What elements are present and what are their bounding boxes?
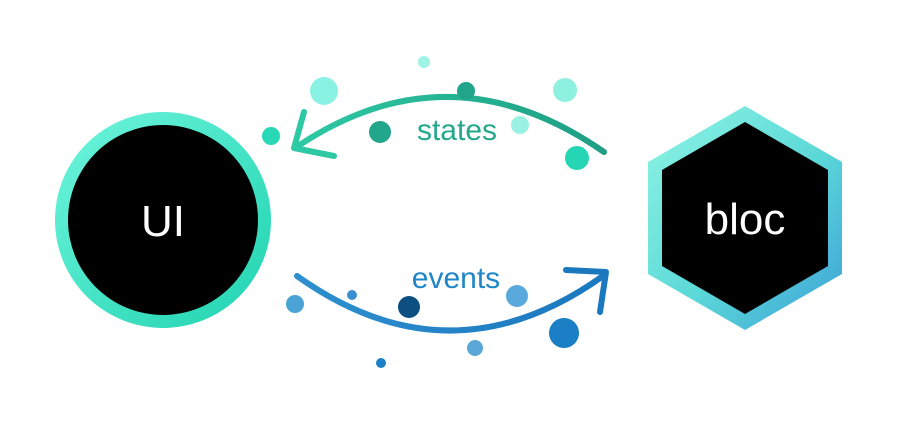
events-dot <box>376 358 386 368</box>
bloc-node-label: bloc <box>705 195 786 244</box>
states-arrow-head-icon <box>291 109 337 159</box>
states-label: states <box>417 114 497 147</box>
events-arrow-head-icon <box>563 267 609 315</box>
ui-node: UI <box>55 112 271 328</box>
events-dot <box>467 340 483 356</box>
events-arrow-curve <box>294 273 606 334</box>
states-dot <box>310 77 338 105</box>
events-label: events <box>412 262 500 295</box>
events-dot <box>398 296 420 318</box>
ui-node-label: UI <box>141 197 185 246</box>
events-dot <box>347 290 357 300</box>
states-dot <box>457 82 475 100</box>
states-dot <box>565 146 589 170</box>
bloc-node: bloc <box>648 106 842 330</box>
states-arrow-curve <box>295 93 607 155</box>
events-dot <box>506 285 528 307</box>
states-dot <box>511 116 529 134</box>
events-flow: events <box>286 262 609 368</box>
states-dot <box>262 127 280 145</box>
events-dot <box>286 295 304 313</box>
ui-node-body <box>68 125 258 315</box>
states-dot <box>369 121 391 143</box>
states-dot <box>553 78 577 102</box>
events-dot <box>549 318 579 348</box>
states-dot <box>418 56 430 68</box>
states-flow: states <box>262 56 607 170</box>
bloc-node-body <box>662 122 828 314</box>
